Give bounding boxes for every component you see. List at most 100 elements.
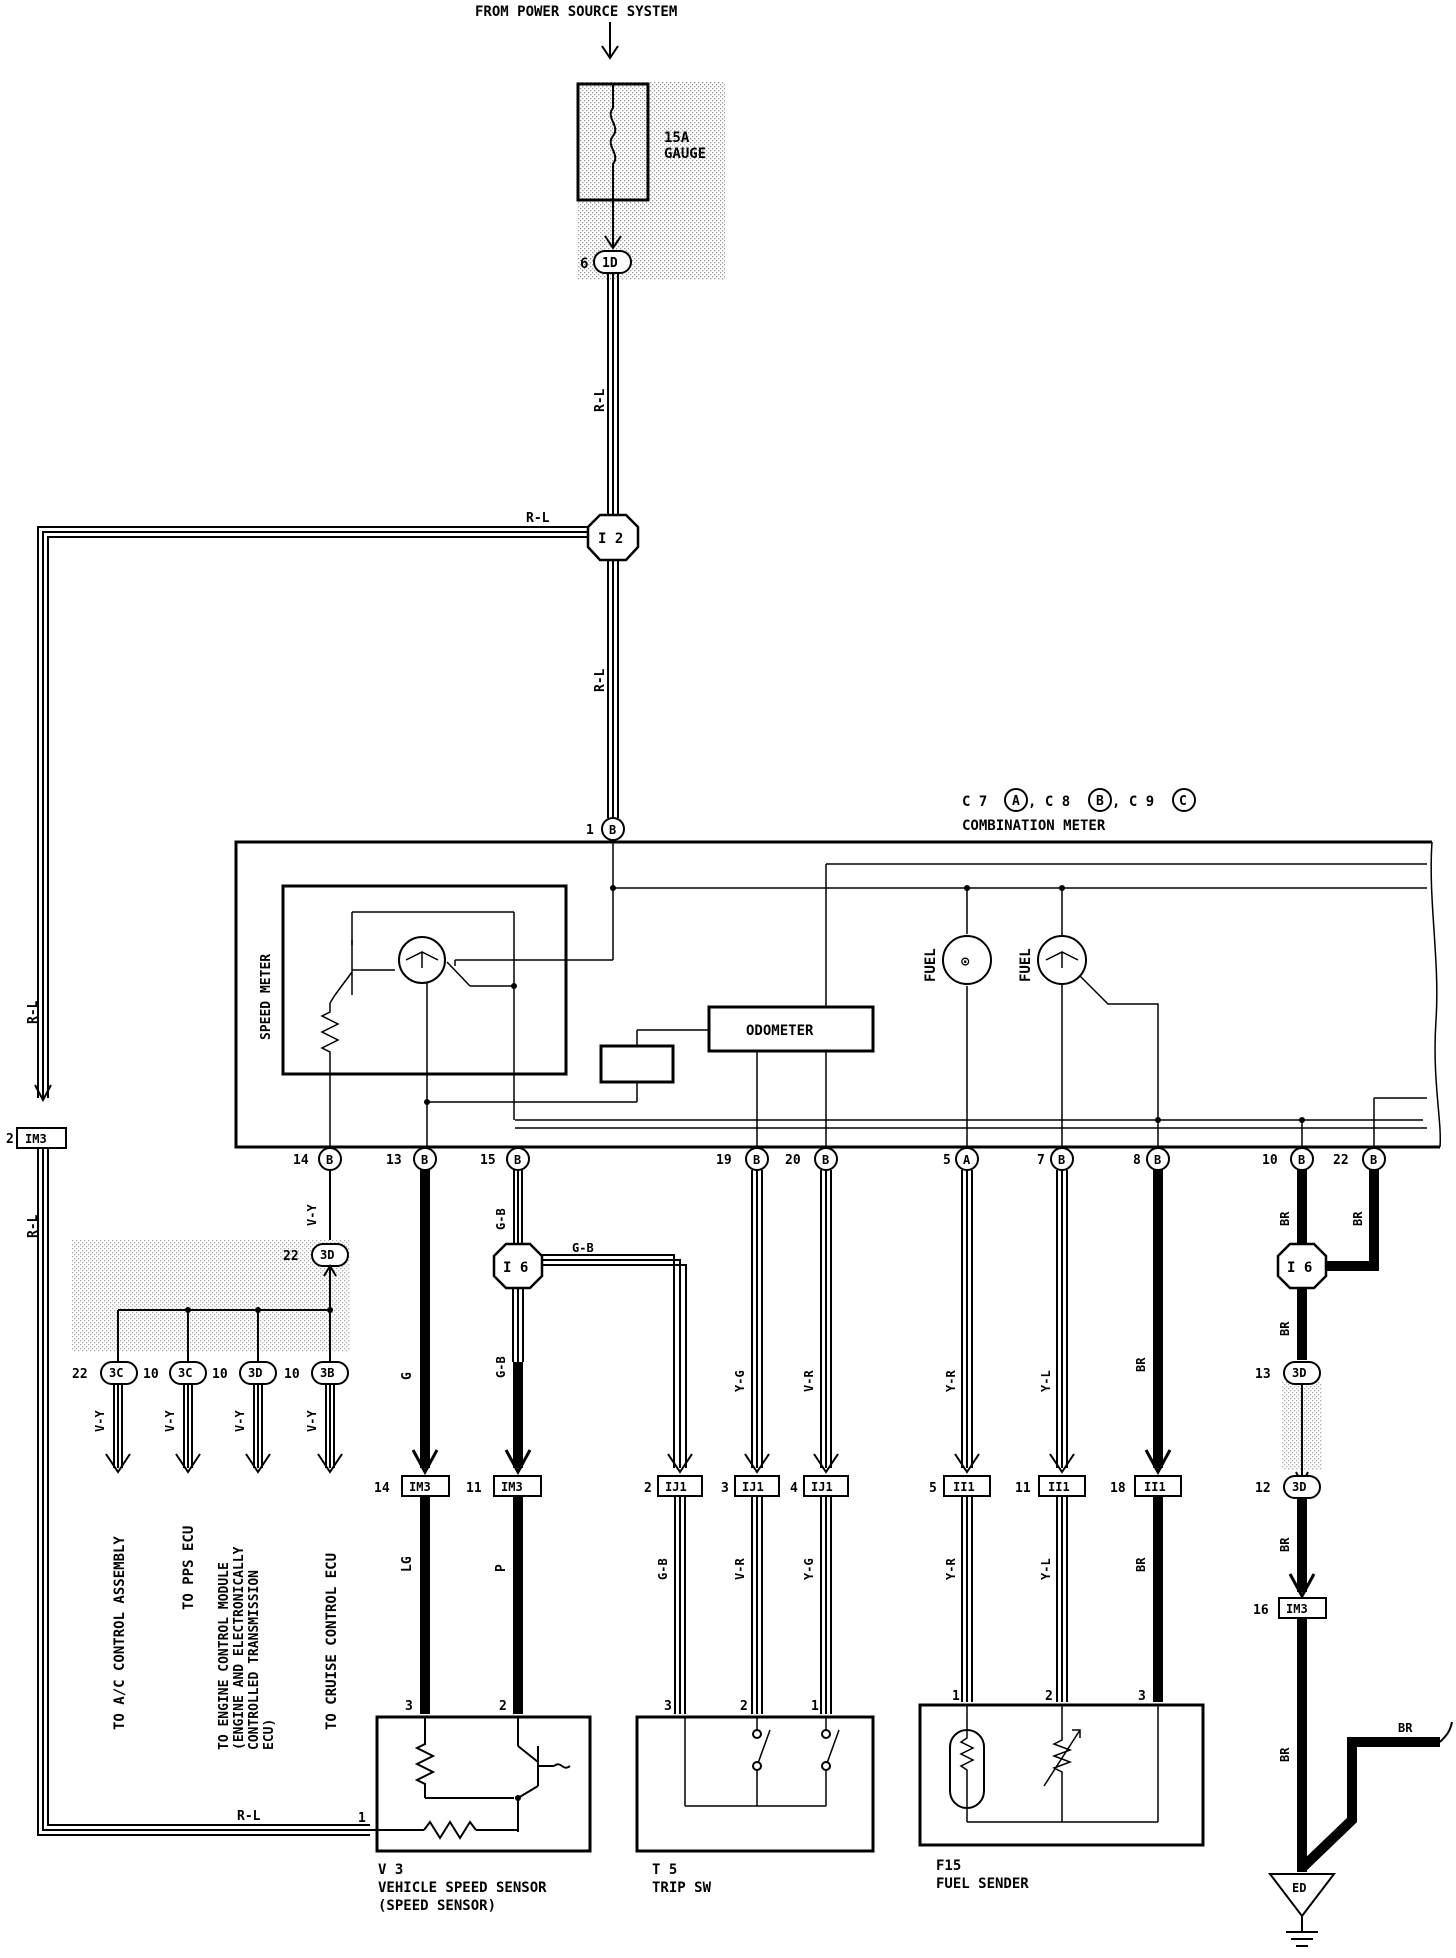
svg-text:A: A — [963, 1153, 971, 1167]
wire-label-yr-1: Y-R — [944, 1370, 958, 1392]
svg-text:4: 4 — [790, 1481, 798, 1496]
wire-label-br-1: BR — [1134, 1357, 1148, 1372]
fuse-rating: 15A — [664, 130, 690, 146]
svg-text:B: B — [1298, 1153, 1305, 1167]
svg-text:2: 2 — [644, 1481, 652, 1496]
svg-text:B: B — [1058, 1153, 1065, 1167]
wire-label-vy-3: V-Y — [163, 1410, 177, 1432]
wire-label-g: G — [400, 1372, 415, 1380]
svg-text:B: B — [514, 1153, 521, 1167]
f15-name: FUEL SENDER — [936, 1876, 1029, 1892]
wire-label-yg-1: Y-G — [733, 1370, 747, 1392]
splice-i6-right-label: I 6 — [1287, 1260, 1312, 1276]
wire-yr — [961, 1170, 973, 1702]
svg-text:10: 10 — [143, 1367, 159, 1382]
wire-label-rl-left: R-L — [26, 1000, 41, 1024]
wire-gb — [513, 1170, 687, 1468]
ground-icon — [1286, 1916, 1318, 1947]
wire-label-br-4: BR — [1351, 1211, 1365, 1226]
wire-label-rl-bottom: R-L — [237, 1809, 261, 1824]
svg-text:22: 22 — [1333, 1153, 1349, 1168]
fuel-label-2: FUEL — [1018, 948, 1034, 982]
connector-im3-left-label: IM3 — [25, 1132, 47, 1146]
pin-1-f15: 1 — [952, 1689, 960, 1704]
wire-label-rl-top: R-L — [526, 511, 550, 526]
svg-text:IJ1: IJ1 — [742, 1480, 764, 1494]
fuse-icon — [609, 84, 617, 200]
odometer-box — [707, 1005, 875, 1053]
pin-1-v3: 1 — [358, 1811, 366, 1826]
wire-label-gb-4: G-B — [656, 1558, 670, 1580]
pin-11-im3: 11 — [466, 1481, 482, 1496]
meter-ref-c: C — [1179, 794, 1187, 809]
wire-label-yl-1: Y-L — [1039, 1370, 1053, 1392]
wire-label-rl-1: R-L — [593, 388, 608, 412]
svg-text:B: B — [421, 1153, 428, 1167]
connector-im3-1-label: IM3 — [409, 1480, 431, 1494]
dest-ac: TO A/C CONTROL ASSEMBLY — [112, 1536, 128, 1730]
connector-3d-upper-label: 3D — [320, 1248, 334, 1262]
wire-label-gb-2: G-B — [572, 1241, 594, 1255]
dest-ecm-3: CONTROLLED TRANSMISSION — [247, 1570, 262, 1750]
svg-text:18: 18 — [1110, 1481, 1126, 1496]
connector-b-top-label: B — [609, 823, 616, 837]
wire-label-vy-4: V-Y — [233, 1410, 247, 1432]
wire-label-br-7: BR — [1278, 1747, 1292, 1762]
wire-label-gb-3: G-B — [494, 1356, 508, 1378]
wire-label-vy-2: V-Y — [93, 1410, 107, 1432]
wire-rl-left — [37, 526, 588, 1098]
pin-left-2: 2 — [6, 1132, 14, 1147]
vy-drops — [117, 1310, 331, 1362]
junction-pin: 6 — [580, 256, 588, 272]
fuel-warning-gauge-icon — [942, 935, 992, 985]
wire-label-rl-2: R-L — [593, 668, 608, 692]
svg-text:3C: 3C — [109, 1366, 123, 1380]
svg-text:20: 20 — [785, 1153, 801, 1168]
pin-2-v3: 2 — [499, 1699, 507, 1714]
wire-label-vy-1: V-Y — [305, 1204, 319, 1226]
wire-label-rl-lower: R-L — [26, 1214, 41, 1238]
splice-i6-left — [492, 1242, 544, 1290]
dest-cruise: TO CRUISE CONTROL ECU — [324, 1553, 340, 1730]
connector-3d-br-1-label: 3D — [1292, 1366, 1306, 1380]
connector-im3-2-label: IM3 — [501, 1480, 523, 1494]
svg-text:B: B — [326, 1153, 333, 1167]
pin-14-im3: 14 — [374, 1481, 390, 1496]
speed-meter-circuit — [320, 911, 515, 1160]
svg-text:IJ1: IJ1 — [811, 1480, 833, 1494]
splice-i6-left-label: I 6 — [503, 1260, 528, 1276]
vy-connectors: 22 3C 10 3C 10 3D 10 3B — [72, 1361, 349, 1385]
wire-label-br-2: BR — [1134, 1557, 1148, 1572]
splice-i2-label: I 2 — [598, 531, 623, 547]
wire-rl-left-bottom — [37, 1148, 370, 1836]
svg-text:B: B — [753, 1153, 760, 1167]
svg-text:13: 13 — [386, 1153, 402, 1168]
svg-text:22: 22 — [72, 1367, 88, 1382]
pin-3-t5: 3 — [664, 1699, 672, 1714]
f15-id: F15 — [936, 1858, 961, 1874]
wire-label-br-8: BR — [1398, 1721, 1413, 1735]
svg-text:3: 3 — [721, 1481, 729, 1496]
svg-text:B: B — [1370, 1153, 1377, 1167]
wire-label-gb-1: G-B — [494, 1208, 508, 1230]
dest-ecm-1: TO ENGINE CONTROL MODULE — [217, 1562, 232, 1750]
wire-vr-top — [820, 1170, 832, 1468]
svg-text:II1: II1 — [1144, 1480, 1166, 1494]
meter-ref-c-prefix: , C 9 — [1112, 794, 1154, 810]
t5-circuit — [684, 1717, 840, 1807]
svg-text:10: 10 — [212, 1367, 228, 1382]
wire-label-br-6: BR — [1278, 1537, 1292, 1552]
wire-label-yr-2: Y-R — [944, 1558, 958, 1580]
meter-box — [234, 840, 1440, 1149]
pin-2-t5: 2 — [740, 1699, 748, 1714]
wire-yl — [1056, 1170, 1068, 1702]
svg-text:3C: 3C — [178, 1366, 192, 1380]
wire-tripsw-lower — [674, 1496, 832, 1714]
svg-text:IJ1: IJ1 — [665, 1480, 687, 1494]
v3-id: V 3 — [378, 1862, 403, 1878]
connector-im3-br-label: IM3 — [1286, 1602, 1308, 1616]
speed-meter-box — [281, 884, 568, 1076]
splice-i2 — [586, 513, 640, 562]
wire-label-vy-5: V-Y — [305, 1410, 319, 1432]
